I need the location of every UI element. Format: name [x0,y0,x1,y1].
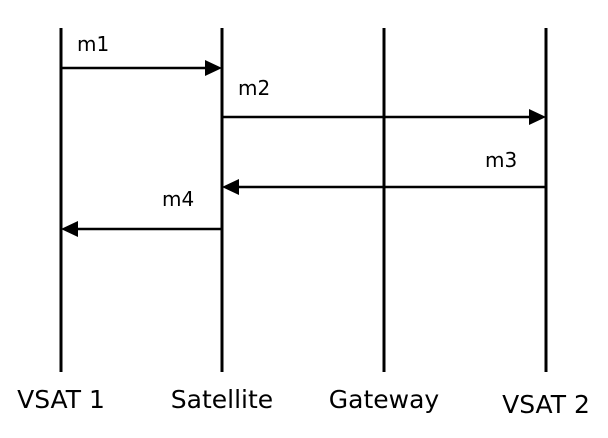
message-m1: m1 [61,32,222,76]
participant-gateway-label: Gateway [329,385,440,414]
message-m3: m3 [222,148,546,195]
message-m2: m2 [222,76,546,125]
message-m4-label: m4 [162,187,194,211]
message-m2-arrowhead [529,109,546,125]
message-m3-arrowhead [222,179,239,195]
participant-vsat2-label: VSAT 2 [502,390,590,419]
participant-vsat1-label: VSAT 1 [17,385,105,414]
message-m2-label: m2 [238,76,270,100]
message-m3-label: m3 [485,148,517,172]
message-m1-label: m1 [77,32,109,56]
participant-labels: VSAT 1 Satellite Gateway VSAT 2 [17,385,590,419]
message-m4-arrowhead [61,221,78,237]
message-m1-arrowhead [205,60,222,76]
message-m4: m4 [61,187,222,237]
participant-satellite-label: Satellite [171,385,273,414]
lifelines [59,28,548,372]
